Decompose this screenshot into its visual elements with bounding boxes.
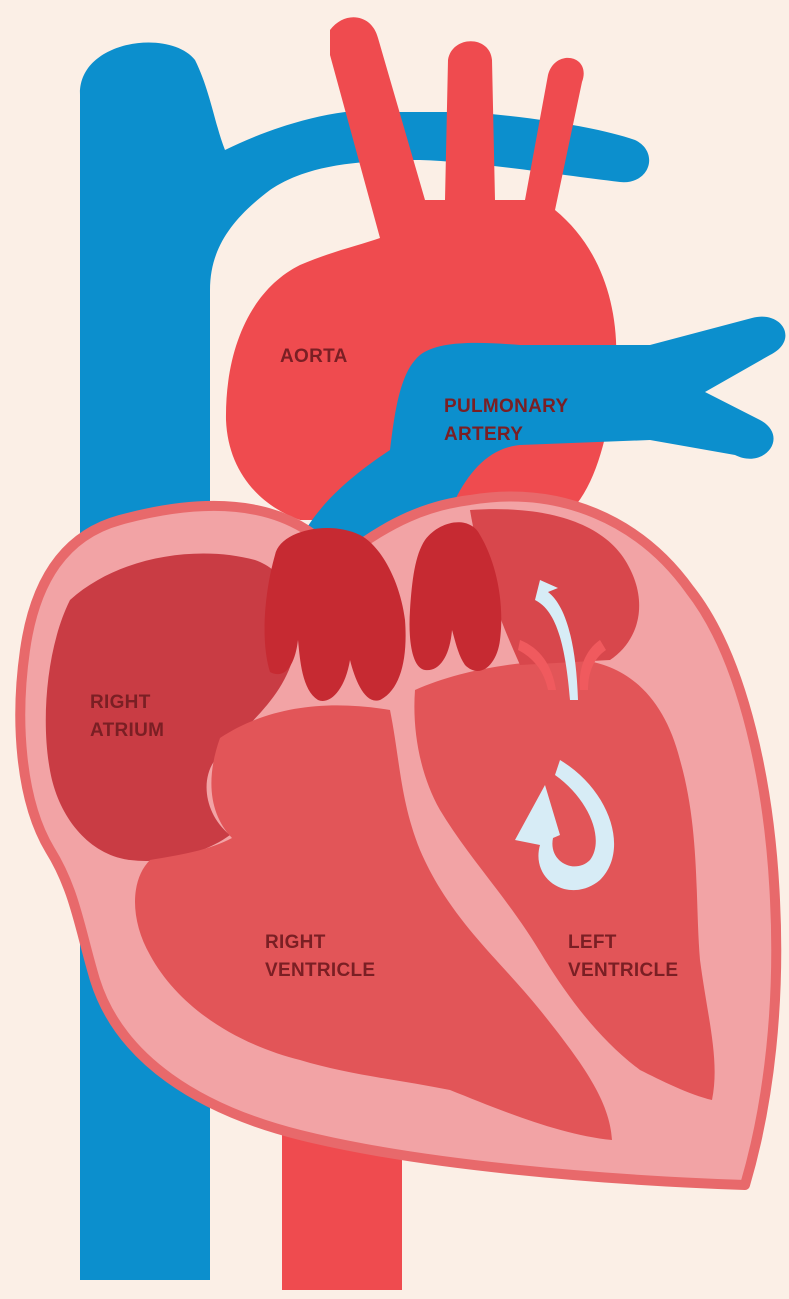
- label-aorta: AORTA: [280, 346, 348, 367]
- label-right-atrium-line2: ATRIUM: [90, 720, 164, 741]
- label-pulmonary-artery-line1: PULMONARY: [444, 396, 568, 417]
- label-left-ventricle-line2: VENTRICLE: [568, 960, 678, 981]
- label-right-ventricle-line2: VENTRICLE: [265, 960, 375, 981]
- label-pulmonary-artery-line2: ARTERY: [444, 424, 523, 445]
- label-right-atrium-line1: RIGHT: [90, 692, 151, 713]
- label-right-ventricle-line1: RIGHT: [265, 932, 326, 953]
- label-left-ventricle-line1: LEFT: [568, 932, 617, 953]
